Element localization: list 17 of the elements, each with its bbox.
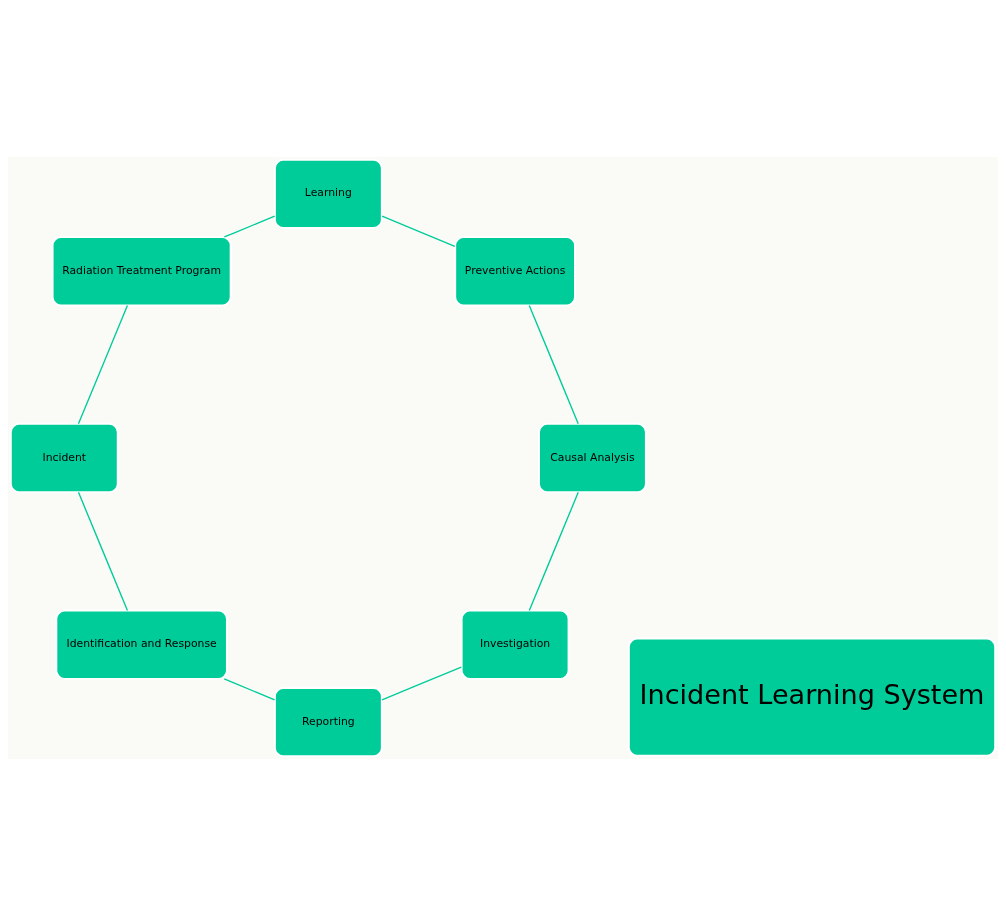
connector [77,304,129,425]
node-box: Causal Analysis [537,422,647,494]
node-box: Investigation [460,609,570,680]
connector [381,666,462,701]
node-box: Radiation Treatment Program [51,236,232,307]
node-box: Incident Learning System [627,637,997,757]
node-box: Preventive Actions [454,236,577,307]
connector [223,678,276,701]
node-box: Identification and Response [55,609,228,680]
node-box: Reporting [273,686,383,758]
connector [528,304,579,425]
connector [381,215,456,247]
node-box: Incident [9,422,119,494]
connector [528,491,579,612]
node-box: Learning [273,158,383,230]
connector [223,215,276,238]
connector [77,491,129,612]
